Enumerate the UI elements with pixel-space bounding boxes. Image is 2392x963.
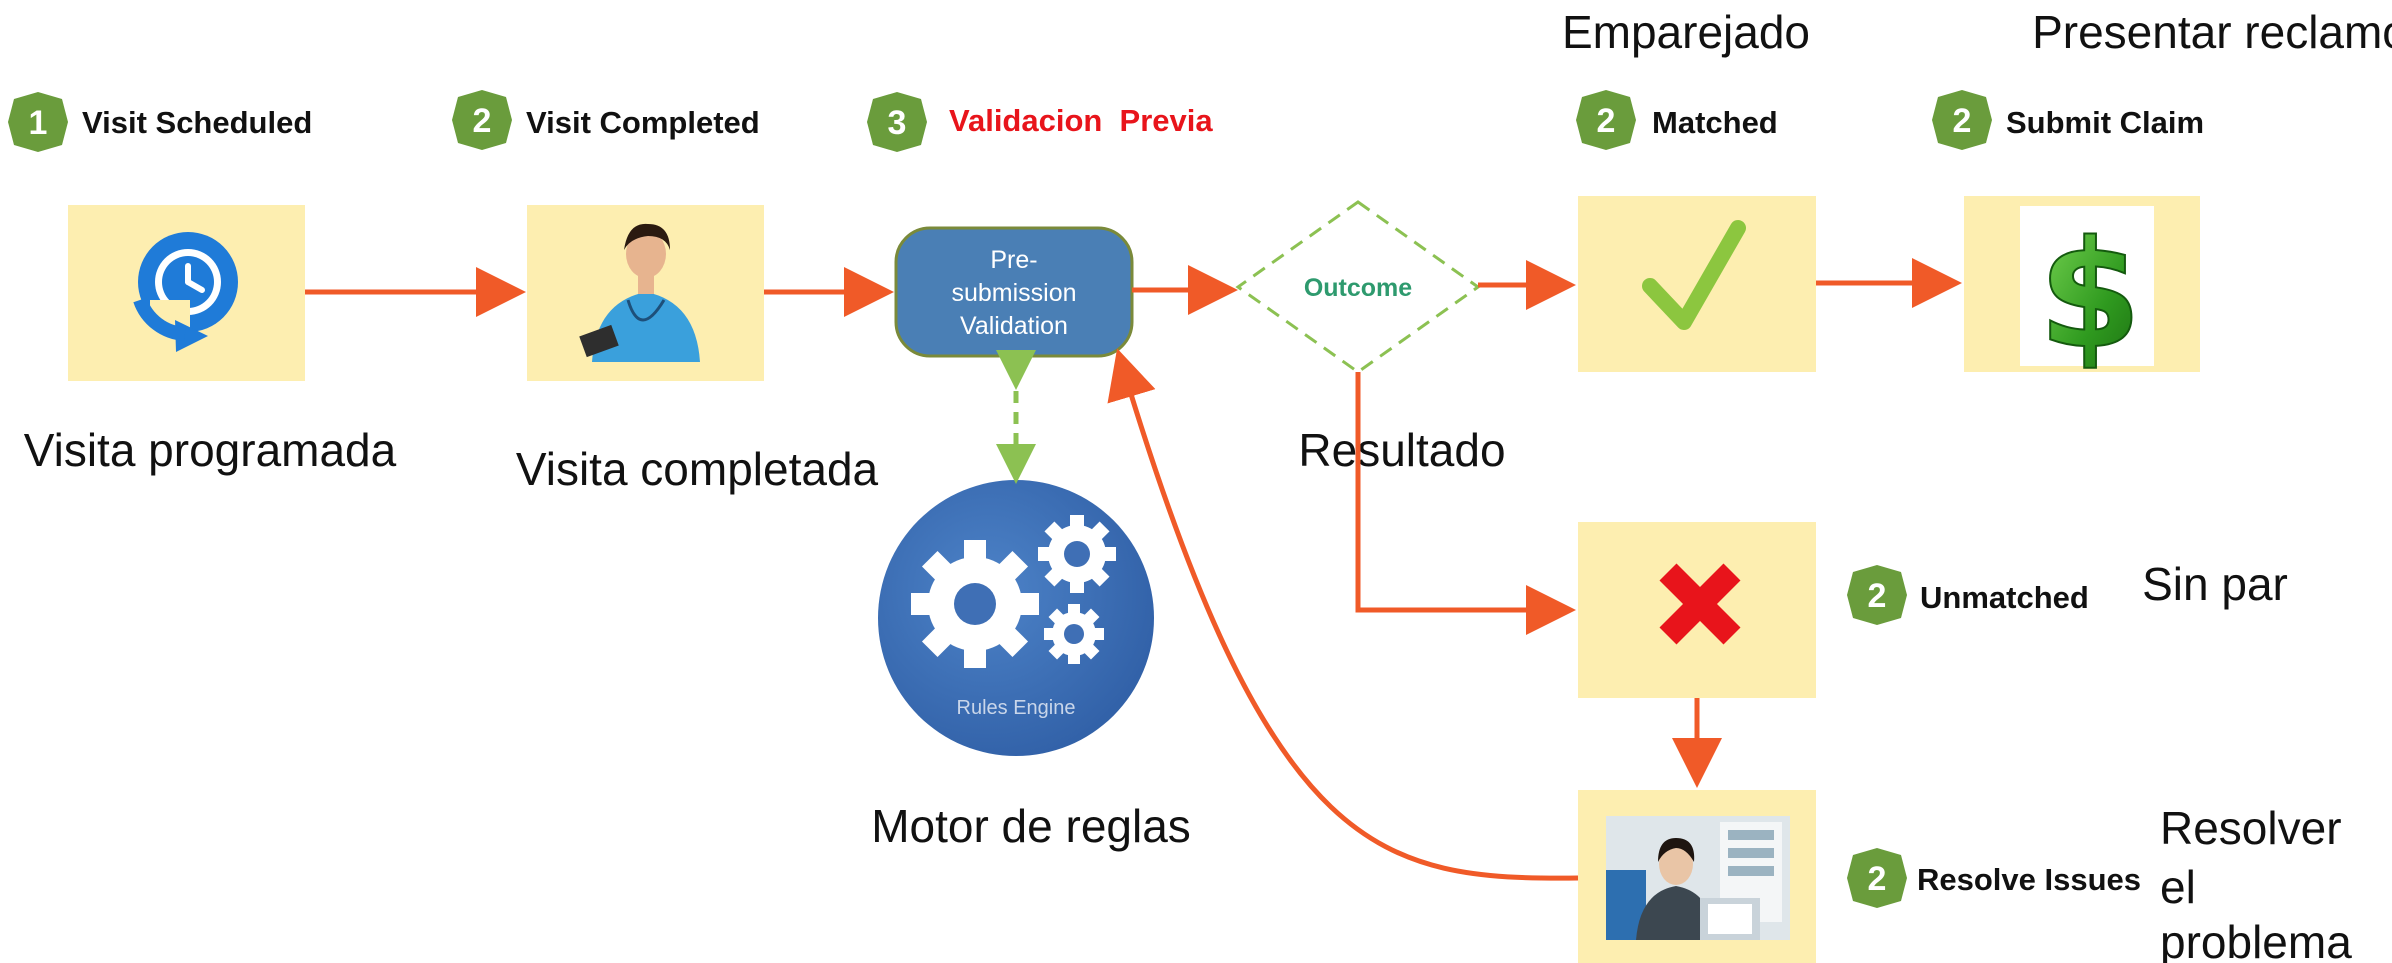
arrow-resolve-to-validation xyxy=(1107,348,1579,881)
outcome-decision-diamond xyxy=(1235,200,1481,374)
clock-icon xyxy=(133,232,238,352)
step-number: 2 xyxy=(1953,102,1972,140)
step-number-badge xyxy=(8,92,68,152)
step-visit-scheduled-header: 1 Visit Scheduled xyxy=(8,92,312,152)
validation-line-2: submission xyxy=(951,279,1076,307)
step-number: 2 xyxy=(473,102,492,140)
step-number: 1 xyxy=(29,104,48,142)
validation-line-1: Pre- xyxy=(990,246,1037,274)
submit-claim-node: $ xyxy=(1964,196,2200,382)
caption-resolve-line-2: el xyxy=(2160,861,2196,913)
visit-completed-node: Visita completada xyxy=(516,205,879,495)
step-label-visit-completed: Visit Completed xyxy=(526,105,760,140)
outcome-node: Outcome Resultado xyxy=(1235,200,1506,476)
caption-matched: Emparejado xyxy=(1562,6,1810,58)
step-label-matched: Matched xyxy=(1652,105,1778,140)
rules-engine-label: Rules Engine xyxy=(957,697,1076,719)
step-number: 2 xyxy=(1868,577,1887,615)
step-label-resolve-issues: Resolve Issues xyxy=(1917,862,2141,897)
office-worker-photo xyxy=(1606,816,1790,940)
visit-scheduled-node: Visita programada xyxy=(24,205,397,476)
resolve-issues-node: 2 Resolve Issues Resolver el problema xyxy=(1578,790,2352,963)
step-submit-claim-header: Presentar reclamo 2 Submit Claim xyxy=(1932,6,2392,150)
rules-engine-node: Rules Engine Motor de reglas xyxy=(871,480,1191,852)
dollar-image-background xyxy=(2020,206,2154,366)
matched-node xyxy=(1578,196,1816,372)
cross-icon xyxy=(1659,563,1741,645)
step-number-badge xyxy=(1576,90,1636,150)
step-number-badge xyxy=(452,90,512,150)
step-matched-header: Emparejado 2 Matched xyxy=(1562,6,1810,150)
step-label-validation: Validacion Previa xyxy=(949,103,1213,138)
step-number: 2 xyxy=(1597,102,1616,140)
step-number: 2 xyxy=(1868,860,1887,898)
step-number: 3 xyxy=(888,104,907,142)
unmatched-node: 2 Unmatched Sin par xyxy=(1578,522,2288,698)
caption-submit-claim: Presentar reclamo xyxy=(2032,6,2392,58)
step-number-badge xyxy=(867,92,927,152)
check-icon xyxy=(1642,220,1746,330)
step-number-badge xyxy=(1932,90,1992,150)
caption-resolve-line-3: problema xyxy=(2160,916,2352,963)
outcome-label: Outcome xyxy=(1304,274,1412,302)
step-visit-completed-header: 2 Visit Completed xyxy=(452,90,760,150)
step-number-badge xyxy=(1847,565,1907,625)
caption-resolve-line-1: Resolver xyxy=(2160,802,2342,854)
validation-line-3: Validation xyxy=(960,312,1068,340)
dollar-icon: $ xyxy=(2039,209,2142,381)
caption-visit-scheduled: Visita programada xyxy=(24,424,397,476)
caption-rules-engine: Motor de reglas xyxy=(871,800,1191,852)
step-number-badge xyxy=(1847,848,1907,908)
caption-outcome: Resultado xyxy=(1298,424,1505,476)
gears-icon xyxy=(911,515,1116,668)
step-label-unmatched: Unmatched xyxy=(1920,580,2089,615)
nurse-photo xyxy=(579,223,700,362)
arrow-outcome-to-unmatched xyxy=(1355,372,1576,635)
caption-unmatched: Sin par xyxy=(2142,558,2288,610)
validation-node: Pre- submission Validation xyxy=(894,226,1134,358)
step-validation-header: 3 Validacion Previa xyxy=(867,92,1213,152)
caption-visit-completed: Visita completada xyxy=(516,443,879,495)
step-label-visit-scheduled: Visit Scheduled xyxy=(82,105,312,140)
step-label-submit-claim: Submit Claim xyxy=(2006,105,2204,140)
